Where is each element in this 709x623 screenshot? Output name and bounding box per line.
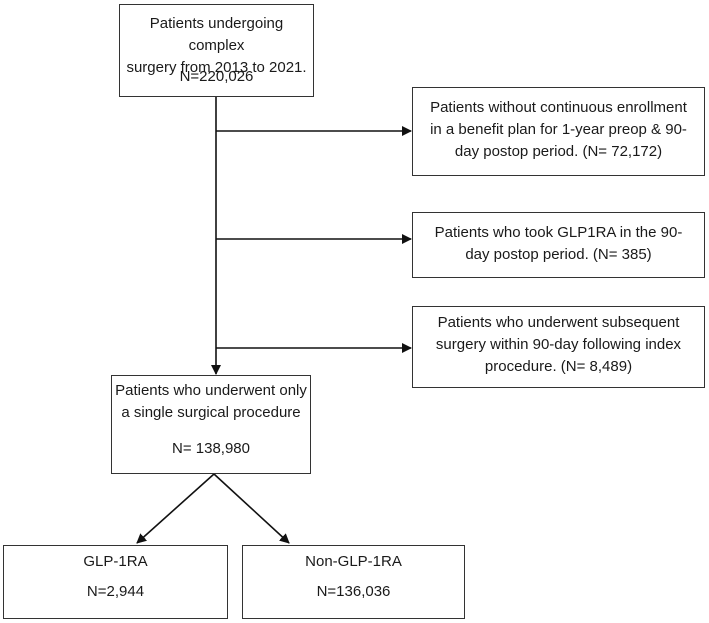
single-procedure-box: Patients who underwent only a single sur… (111, 375, 311, 474)
exclusion-subsequent-surgery-text: Patients who underwent subsequent surger… (435, 314, 682, 375)
start-cohort-text: Patients undergoing complex surgery from… (126, 15, 307, 76)
split-arrow-nonglp (213, 473, 290, 544)
start-cohort-count: N=220,026 (179, 68, 254, 85)
single-procedure-count: N= 138,980 (172, 440, 250, 457)
non-glp1ra-group-box: Non-GLP-1RA N=136,036 (242, 545, 465, 619)
glp1ra-group-count: N=2,944 (86, 583, 145, 600)
glp1ra-group-box: GLP-1RA N=2,944 (3, 545, 228, 619)
exclusion-box-subsequent-surgery: Patients who underwent subsequent surger… (412, 306, 705, 388)
glp1ra-group-label: GLP-1RA (83, 553, 148, 570)
start-cohort-box: Patients undergoing complex surgery from… (119, 4, 314, 97)
exclusion-box-enrollment: Patients without continuous enrollment i… (412, 87, 705, 176)
single-procedure-text: Patients who underwent only a single sur… (115, 382, 307, 421)
exclusion-glp1ra-postop-text: Patients who took GLP1RA in the 90- day … (434, 224, 683, 263)
non-glp1ra-group-label: Non-GLP-1RA (305, 553, 402, 570)
split-arrow-glp (136, 473, 215, 544)
non-glp1ra-group-count: N=136,036 (316, 583, 391, 600)
exclusion-enrollment-text: Patients without continuous enrollment i… (430, 99, 687, 160)
exclusion-box-glp1ra-postop: Patients who took GLP1RA in the 90- day … (412, 212, 705, 278)
